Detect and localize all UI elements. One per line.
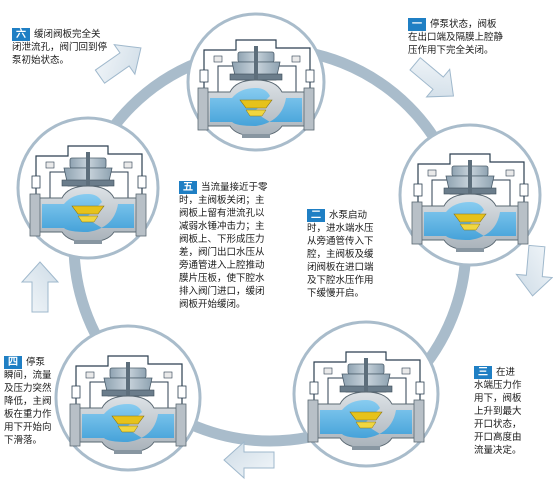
step-5-badge: 五	[179, 181, 197, 194]
step-5-text: 时，主阀板关闭；主 阀板上留有泄流孔以 减弱水锤冲击力；主 阀板上、下形成压力 …	[179, 195, 265, 310]
valve-stage-2-illustration	[398, 123, 542, 267]
step-6-badge: 六	[12, 28, 30, 41]
valve-stage-4-illustration	[54, 324, 202, 472]
step-4-lead: 停泵	[26, 357, 46, 368]
step-3-text: 水端压力作 用下，阀板 上升到最大 开口状态， 开口高度由 流量决定。	[474, 380, 522, 456]
cycle-arrow-3	[223, 441, 275, 479]
cycle-arrow-4	[21, 261, 59, 313]
step-4-text: 瞬间，流量 及压力突然 降低，主阀 板在重力作 用下开始向 下滑落。	[4, 370, 52, 446]
step-3-caption: 三在进 水端压力作 用下，阀板 上升到最大 开口状态， 开口高度由 流量决定。	[474, 366, 548, 457]
step-4-badge: 四	[4, 356, 22, 369]
step-1-text: 在出口端及隔膜上腔静 压作用下完全关闭。	[408, 32, 504, 56]
step-3-lead: 在进	[496, 367, 516, 378]
valve-stage-3-illustration	[292, 320, 440, 468]
valve-stage-5-illustration	[16, 116, 160, 260]
step-2-text: 时，进水端水压 从旁通管传入下 腔，主阀板及缓 闭阀板在进口端 及下腔水压作用 …	[307, 223, 374, 299]
step-6-caption: 六缓闭阀板完全关 闭泄流孔，阀门回到停 泵初始状态。	[12, 28, 160, 67]
step-1-caption: 一停泵状态，阀板 在出口端及隔膜上腔静 压作用下完全关闭。	[408, 18, 550, 57]
step-1-badge: 一	[408, 18, 426, 31]
step-2-caption: 二水泵启动 时，进水端水压 从旁通管传入下 腔，主阀板及缓 闭阀板在进口端 及下…	[307, 209, 399, 300]
step-6-text: 闭泄流孔，阀门回到停 泵初始状态。	[12, 42, 108, 66]
step-2-lead: 水泵启动	[329, 210, 368, 221]
step-2-badge: 二	[307, 209, 325, 222]
cycle-arrow-1	[403, 49, 466, 111]
step-3-badge: 三	[474, 366, 492, 379]
step-6-lead: 缓闭阀板完全关	[34, 29, 101, 40]
cycle-arrow-2	[514, 244, 553, 298]
step-4-caption: 四停泵 瞬间，流量 及压力突然 降低，主阀 板在重力作 用下开始向 下滑落。	[4, 356, 72, 447]
step-5-lead: 当流量接近于零	[201, 182, 268, 193]
step-5-caption: 五当流量接近于零 时，主阀板关闭；主 阀板上留有泄流孔以 减弱水锤冲击力；主 阀…	[179, 181, 291, 311]
valve-stage-1-illustration	[186, 12, 326, 152]
step-1-lead: 停泵状态，阀板	[430, 19, 497, 30]
